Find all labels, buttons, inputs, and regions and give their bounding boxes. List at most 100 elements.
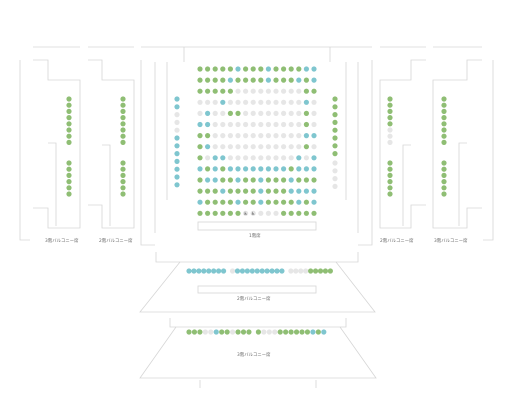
seat-floor3[interactable] <box>277 329 283 335</box>
seat-floor2[interactable] <box>308 268 314 274</box>
seat-floor2[interactable] <box>254 268 260 274</box>
seat-floor1[interactable] <box>288 166 294 172</box>
seat-floor1[interactable] <box>220 155 226 161</box>
seat-floor1[interactable] <box>220 88 226 94</box>
seat-balcony-2-right[interactable] <box>387 115 393 121</box>
seat-floor1[interactable] <box>281 77 287 83</box>
seat-floor1[interactable] <box>220 77 226 83</box>
seat-floor3[interactable] <box>235 329 241 335</box>
seat-floor1-side[interactable] <box>174 166 180 172</box>
seat-balcony-2-left[interactable] <box>120 166 126 172</box>
seat-floor1[interactable] <box>220 166 226 172</box>
seat-balcony-3-right[interactable] <box>441 121 447 127</box>
seat-floor1[interactable] <box>243 188 249 194</box>
seat-floor1[interactable] <box>288 210 294 216</box>
seat-floor1[interactable] <box>288 177 294 183</box>
seat-floor3[interactable] <box>288 329 294 335</box>
seat-floor1[interactable] <box>197 77 203 83</box>
seat-floor1[interactable] <box>227 210 233 216</box>
seat-balcony-2-right[interactable] <box>387 160 393 166</box>
seat-balcony-3-left[interactable] <box>66 191 72 197</box>
seat-balcony-3-right[interactable] <box>441 179 447 185</box>
seat-floor1-side[interactable] <box>332 96 338 102</box>
seat-floor1[interactable] <box>303 110 309 116</box>
seat-floor2[interactable] <box>279 268 285 274</box>
seat-floor3[interactable] <box>213 329 219 335</box>
seat-balcony-3-right[interactable] <box>441 166 447 172</box>
seat-balcony-3-right[interactable] <box>441 139 447 145</box>
seat-floor1[interactable] <box>197 66 203 72</box>
seat-floor2[interactable] <box>220 268 227 274</box>
seat-floor1-side[interactable] <box>174 151 180 157</box>
seat-floor3[interactable] <box>293 329 300 335</box>
seat-balcony-3-left[interactable] <box>66 96 72 102</box>
seat-floor1[interactable] <box>258 166 264 172</box>
seat-floor1[interactable] <box>235 166 241 172</box>
seat-floor1[interactable] <box>205 88 211 94</box>
seat-floor1[interactable] <box>303 166 309 172</box>
seat-floor1[interactable] <box>197 177 203 183</box>
seat-floor1[interactable] <box>296 155 302 161</box>
seat-floor1[interactable] <box>258 188 264 194</box>
seat-balcony-3-left[interactable] <box>66 179 72 185</box>
seat-floor1-side[interactable] <box>174 182 180 188</box>
seat-floor1[interactable] <box>296 66 302 72</box>
seat-floor2[interactable] <box>196 268 202 274</box>
seat-floor1[interactable] <box>281 199 287 205</box>
seat-floor1[interactable] <box>227 199 233 205</box>
seat-balcony-3-left[interactable] <box>66 127 72 133</box>
seat-floor1-side[interactable] <box>174 104 180 110</box>
seat-floor1[interactable] <box>212 188 218 194</box>
seat-floor1[interactable] <box>303 188 309 194</box>
seat-floor1[interactable] <box>311 133 317 139</box>
seat-balcony-2-left[interactable] <box>120 160 126 166</box>
seat-floor1[interactable] <box>235 77 241 83</box>
seat-floor1[interactable] <box>220 177 226 183</box>
seat-floor1[interactable] <box>288 66 294 72</box>
seat-floor1[interactable] <box>265 66 271 72</box>
seat-floor1[interactable] <box>197 166 203 172</box>
seat-floor1[interactable] <box>205 177 211 183</box>
seat-floor1[interactable] <box>296 166 302 172</box>
seat-balcony-2-right[interactable] <box>387 96 393 102</box>
seat-floor1[interactable] <box>212 77 218 83</box>
seat-floor1[interactable] <box>227 177 233 183</box>
seat-floor1[interactable] <box>227 110 233 116</box>
seat-floor1[interactable] <box>281 177 287 183</box>
seat-floor1[interactable] <box>296 188 302 194</box>
seat-floor1-side[interactable] <box>332 135 338 141</box>
seat-balcony-3-right[interactable] <box>441 108 447 114</box>
seat-floor1[interactable] <box>303 121 309 128</box>
seat-floor1[interactable] <box>235 199 241 205</box>
seat-floor1[interactable] <box>197 188 203 194</box>
seat-balcony-2-left[interactable] <box>120 179 126 185</box>
seat-balcony-2-left[interactable] <box>120 133 126 139</box>
seat-floor1[interactable] <box>212 166 218 172</box>
seat-floor1[interactable] <box>212 177 218 183</box>
seat-balcony-2-right[interactable] <box>387 108 393 114</box>
seat-floor1-side[interactable] <box>332 104 338 110</box>
seat-floor2[interactable] <box>274 268 280 274</box>
seat-floor1[interactable] <box>205 210 211 216</box>
seat-floor1[interactable] <box>205 77 211 83</box>
seat-floor1-side[interactable] <box>174 174 180 180</box>
seat-balcony-3-right[interactable] <box>441 185 447 191</box>
seat-floor1[interactable] <box>250 166 256 172</box>
seat-balcony-2-left[interactable] <box>120 108 126 114</box>
seat-floor1[interactable] <box>265 199 271 205</box>
seat-floor1[interactable] <box>250 177 256 183</box>
seat-floor2[interactable] <box>244 268 250 274</box>
seat-floor1-side[interactable] <box>332 127 338 133</box>
seat-floor1-side[interactable] <box>332 151 338 157</box>
seat-balcony-2-left[interactable] <box>120 172 126 178</box>
seat-balcony-3-right[interactable] <box>441 191 447 197</box>
seat-floor1-side[interactable] <box>174 143 180 149</box>
seat-floor1[interactable] <box>243 177 249 183</box>
seat-floor1[interactable] <box>205 144 211 150</box>
seat-floor3[interactable] <box>283 329 289 335</box>
seat-floor1-side[interactable] <box>332 112 338 118</box>
seat-floor1[interactable] <box>197 88 203 94</box>
seat-balcony-2-left[interactable] <box>120 139 126 145</box>
seat-floor1[interactable] <box>303 199 309 205</box>
seat-floor2[interactable] <box>259 268 265 274</box>
